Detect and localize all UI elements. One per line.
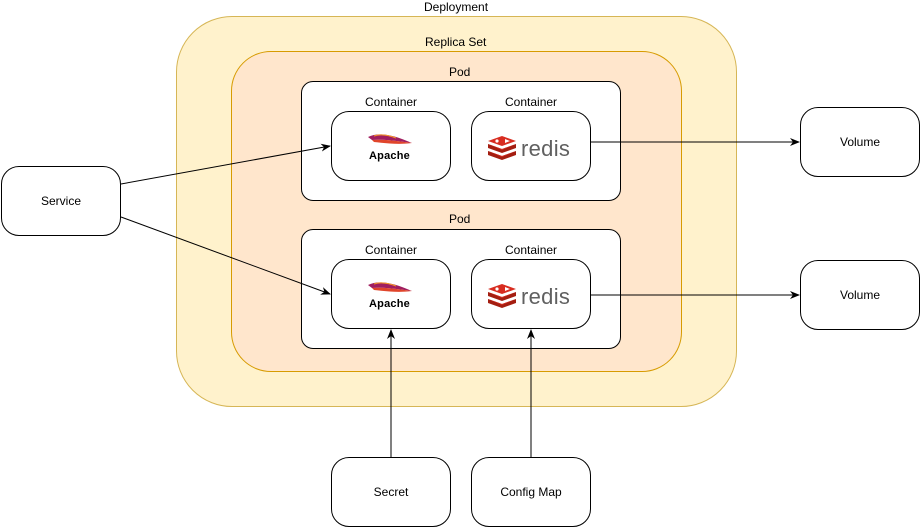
pod-label: Pod <box>449 65 471 79</box>
replica-set-label: Replica Set <box>425 35 487 49</box>
volume-label: Volume <box>839 288 881 302</box>
service-label: Service <box>40 194 81 208</box>
redis-logo-text: redis <box>521 284 571 309</box>
volume-label: Volume <box>839 135 881 149</box>
secret-label: Secret <box>373 485 409 499</box>
volume-box[interactable]: Volume <box>800 260 920 330</box>
redis-container[interactable]: redis <box>471 259 591 329</box>
container-label: Container <box>505 95 558 109</box>
pod-label: Pod <box>449 212 471 226</box>
config-map-label: Config Map <box>500 485 562 499</box>
service-to-apache-2-arrow <box>120 216 331 295</box>
service-box[interactable]: Service <box>1 166 121 236</box>
redis-container[interactable]: redis <box>471 111 591 181</box>
redis-logo-text: redis <box>521 136 571 161</box>
container-label: Container <box>365 243 418 257</box>
apache-logo-text: Apache <box>369 150 410 162</box>
secret-box[interactable]: Secret <box>331 457 451 527</box>
redis-cube-icon <box>488 136 516 160</box>
apache-feather-icon <box>368 282 412 292</box>
redis-cube-icon <box>488 284 516 308</box>
apache-container[interactable]: Apache <box>331 259 451 329</box>
volume-box[interactable]: Volume <box>800 107 920 177</box>
deployment-label: Deployment <box>424 0 489 14</box>
container-label: Container <box>365 95 418 109</box>
apache-feather-icon <box>368 134 412 144</box>
apache-container[interactable]: Apache <box>331 111 451 181</box>
service-to-apache-1-arrow <box>120 143 331 185</box>
container-label: Container <box>505 243 558 257</box>
apache-logo-text: Apache <box>369 298 410 310</box>
